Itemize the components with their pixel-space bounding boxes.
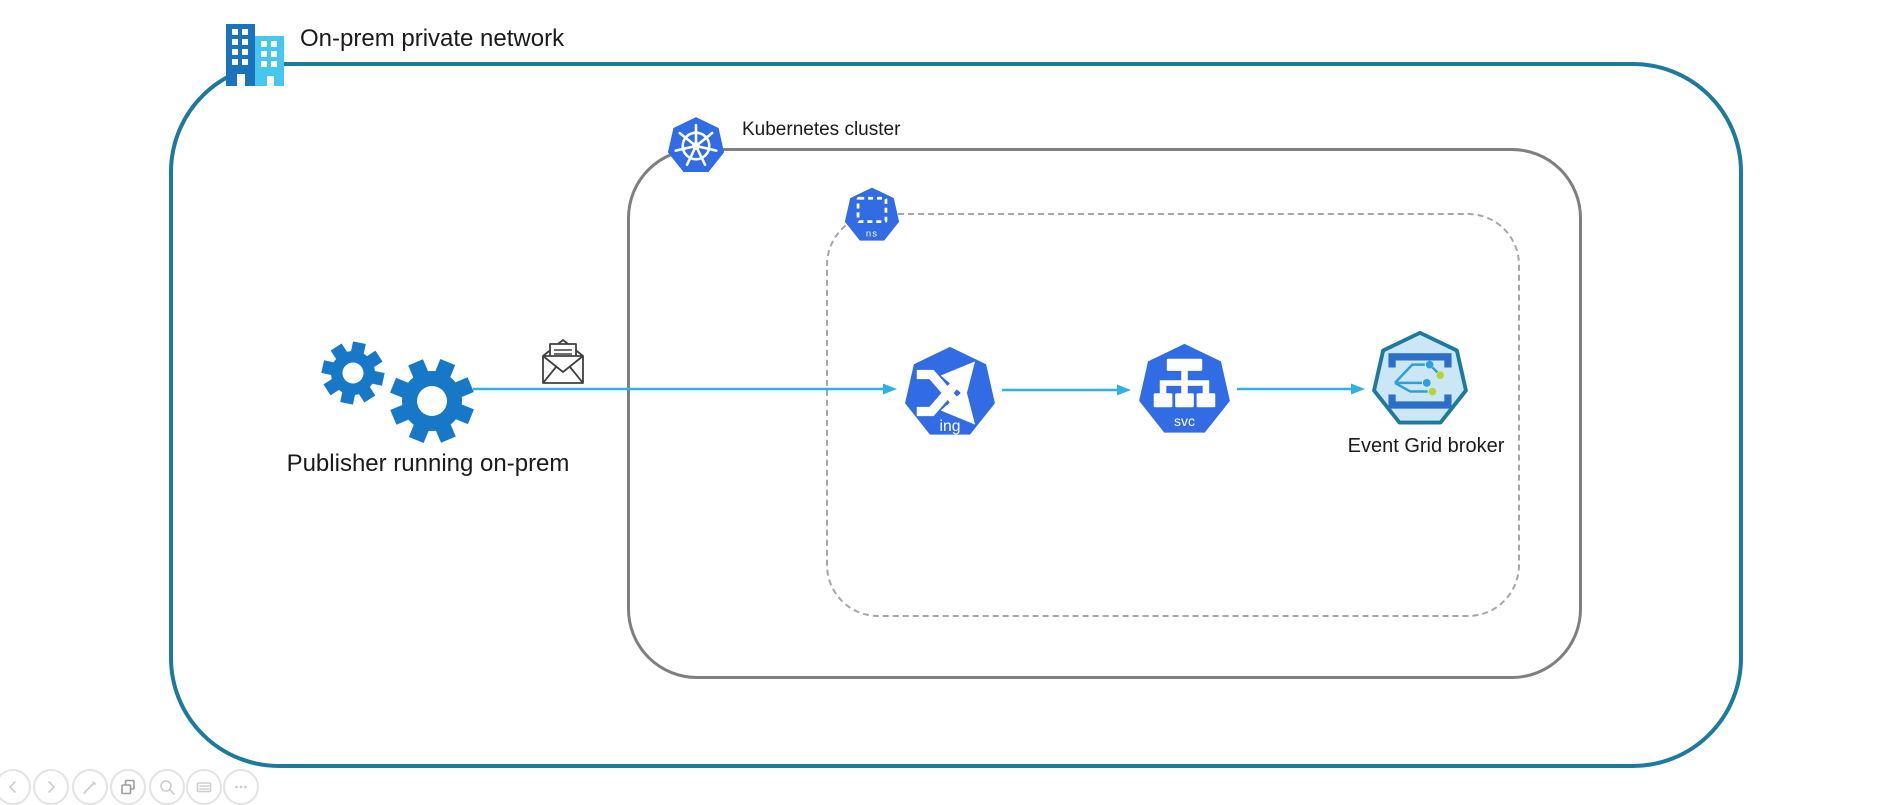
publisher-label: Publisher running on-prem <box>286 450 570 477</box>
next-slide-button[interactable] <box>33 769 69 805</box>
namespace-badge: ns <box>866 229 878 240</box>
building-icon <box>226 24 284 86</box>
previous-slide-button[interactable] <box>0 769 31 805</box>
notes-button[interactable] <box>186 769 222 805</box>
more-options-button[interactable] <box>223 769 259 805</box>
open-envelope-icon <box>542 339 584 384</box>
zoom-button[interactable] <box>149 769 185 805</box>
namespace-icon: ns <box>844 187 900 241</box>
copy-icon <box>121 779 135 795</box>
event-grid-broker-label: Event Grid broker <box>1347 435 1505 457</box>
kubernetes-icon <box>667 117 725 173</box>
chevron-right-icon <box>48 781 55 793</box>
pen-tool-button[interactable] <box>72 769 108 805</box>
service-node-icon: svc <box>1139 343 1230 433</box>
chevron-left-icon <box>9 781 16 793</box>
pencil-icon <box>83 781 96 794</box>
kubernetes-cluster-boundary <box>627 148 1582 679</box>
keyboard-icon <box>196 782 212 793</box>
kubernetes-cluster-label: Kubernetes cluster <box>742 119 901 140</box>
magnifier-icon <box>160 780 175 795</box>
event-grid-broker-icon <box>1372 330 1468 425</box>
ingress-node-icon: ing <box>905 346 995 435</box>
ingress-badge: ing <box>940 418 961 435</box>
service-badge: svc <box>1174 413 1195 429</box>
on-prem-network-label: On-prem private network <box>300 25 565 52</box>
copy-slide-button[interactable] <box>110 769 146 805</box>
on-prem-network-boundary <box>169 62 1743 768</box>
namespace-boundary <box>826 213 1520 617</box>
ellipsis-icon <box>235 785 247 789</box>
publisher-gears-icon <box>321 341 474 443</box>
